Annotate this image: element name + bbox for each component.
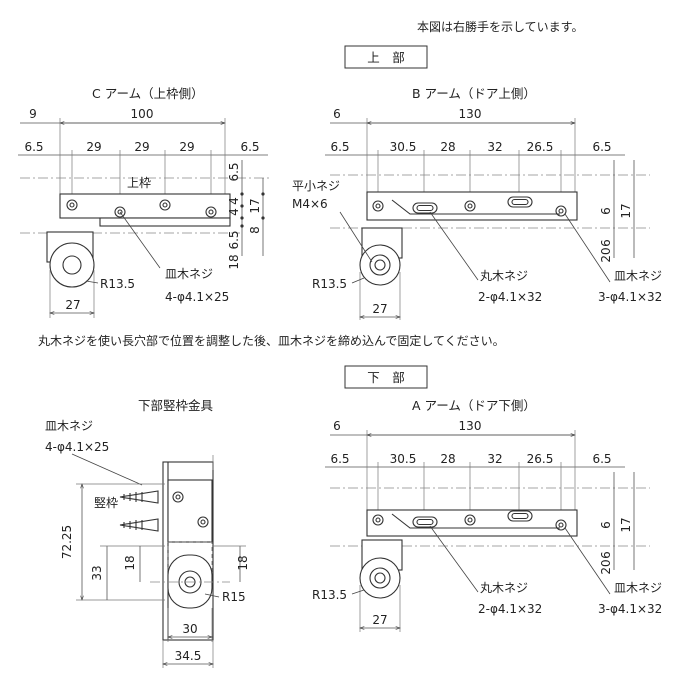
bracket-dim-height: 72.25: [60, 525, 74, 559]
bracket-title: 下部竪枠金具: [138, 398, 214, 413]
b-arm-drawing: B アーム（ドア上側） 130 6 6.5 30.5 28 32 26.5 6.…: [292, 86, 662, 320]
b-dim-margin-right: 6.5: [592, 140, 611, 154]
c-dim-v1: 6.5: [227, 162, 241, 181]
b-arm-title: B アーム（ドア上側）: [412, 86, 536, 101]
b-dim-radius: R13.5: [312, 277, 347, 291]
c-dim-v2: 4: [227, 197, 241, 205]
b-dim-offset: 6: [333, 107, 341, 121]
lower-section-label: 下 部: [367, 370, 405, 385]
lower-section-box: [344, 365, 428, 389]
c-dim-margin-right: 6.5: [240, 140, 259, 154]
bracket-dim-w2: 34.5: [175, 649, 202, 663]
a-dim-margin-right: 6.5: [592, 452, 611, 466]
a-flat-screw-label: 皿木ネジ: [614, 581, 662, 595]
b-dim-v1: 6: [599, 207, 613, 215]
bracket-dim-h2: 18: [123, 555, 137, 570]
b-bolt-label: 平小ネジ: [292, 179, 340, 193]
a-dim-v4: 20: [599, 559, 613, 574]
b-flat-screw-spec: 3-φ4.1×32: [598, 290, 662, 304]
a-dim-v2: 17: [619, 517, 633, 532]
b-dim-v4: 20: [599, 247, 613, 262]
a-dim-radius: R13.5: [312, 588, 347, 602]
c-arm-drawing: C アーム（上枠側） 100 9 6.5 29 29 29 6.5 上枠: [18, 86, 270, 318]
bracket-plate: [167, 479, 213, 543]
a-arm-title: A アーム（ドア下側）: [412, 398, 536, 413]
b-bolt-spec: M4×6: [292, 197, 328, 211]
c-dim-width: 27: [65, 298, 80, 312]
bracket-frame-label: 竪枠: [94, 496, 118, 510]
a-round-screw-label: 丸木ネジ: [480, 581, 528, 595]
a-dim-p4: 26.5: [527, 452, 554, 466]
bracket-dim-h3: 18: [236, 555, 250, 570]
b-arm-pivot: [359, 244, 401, 286]
a-dim-p2: 28: [440, 452, 455, 466]
b-dim-v2: 17: [619, 203, 633, 218]
b-dim-v3: 6: [599, 239, 613, 247]
bracket-dim-w1: 30: [182, 622, 197, 636]
b-dim-total: 130: [459, 107, 482, 121]
a-dim-offset: 6: [333, 419, 341, 433]
c-dim-margin-left: 6.5: [24, 140, 43, 154]
c-dim-offset: 9: [29, 107, 37, 121]
b-dim-p3: 32: [487, 140, 502, 154]
c-dim-pitch3: 29: [179, 140, 194, 154]
a-arm-drawing: A アーム（ドア下側） 130 6 6.5 30.5 28 32 26.5 6.…: [312, 398, 662, 632]
lower-bracket-drawing: 下部竪枠金具 皿木ネジ 4-φ4.1×25 竪枠: [45, 398, 250, 668]
b-dim-width: 27: [372, 302, 387, 316]
c-screw-label: 皿木ネジ: [165, 267, 213, 281]
upper-section-label: 上 部: [367, 50, 405, 65]
c-screw-spec: 4-φ4.1×25: [165, 290, 229, 304]
c-dim-v5: 17: [248, 198, 262, 213]
c-dim-radius: R13.5: [100, 277, 135, 291]
a-round-screw-spec: 2-φ4.1×32: [478, 602, 542, 616]
bracket-dim-h1: 33: [90, 565, 104, 580]
a-dim-v1: 6: [599, 521, 613, 529]
c-arm-plate: [59, 193, 231, 219]
b-dim-p2: 28: [440, 140, 455, 154]
a-dim-width: 27: [372, 613, 387, 627]
c-dim-total: 100: [131, 107, 154, 121]
b-flat-screw-label: 皿木ネジ: [614, 269, 662, 283]
b-dim-margin-left: 6.5: [330, 140, 349, 154]
b-dim-p1: 30.5: [390, 140, 417, 154]
c-dim-pitch1: 29: [86, 140, 101, 154]
c-frame-label: 上枠: [127, 176, 151, 190]
a-arm-pivot: [359, 557, 401, 599]
a-arm-plate: [366, 509, 578, 537]
a-dim-total: 130: [459, 419, 482, 433]
a-dim-margin-left: 6.5: [330, 452, 349, 466]
bracket-screw-label: 皿木ネジ: [45, 419, 93, 433]
b-dim-p4: 26.5: [527, 140, 554, 154]
a-dim-p1: 30.5: [390, 452, 417, 466]
c-arm-title: C アーム（上枠側）: [92, 86, 204, 101]
b-round-screw-label: 丸木ネジ: [480, 269, 528, 283]
c-dim-v7: 18: [227, 254, 241, 269]
c-dim-v3: 4: [227, 208, 241, 216]
a-dim-p3: 32: [487, 452, 502, 466]
c-arm-pivot: [49, 242, 95, 288]
a-flat-screw-spec: 3-φ4.1×32: [598, 602, 662, 616]
c-dim-v6: 8: [248, 226, 262, 234]
c-dim-v4: 6.5: [227, 230, 241, 249]
bracket-dim-radius: R15: [222, 590, 246, 604]
b-round-screw-spec: 2-φ4.1×32: [478, 290, 542, 304]
c-dim-pitch2: 29: [134, 140, 149, 154]
header-note: 本図は右勝手を示しています。: [417, 19, 583, 34]
upper-section-box: [344, 45, 428, 69]
a-dim-v3: 6: [599, 551, 613, 559]
instruction-text: 丸木ネジを使い長穴部で位置を調整した後、皿木ネジを締め込んで固定してください。: [38, 333, 505, 348]
bracket-screw-spec: 4-φ4.1×25: [45, 440, 109, 454]
